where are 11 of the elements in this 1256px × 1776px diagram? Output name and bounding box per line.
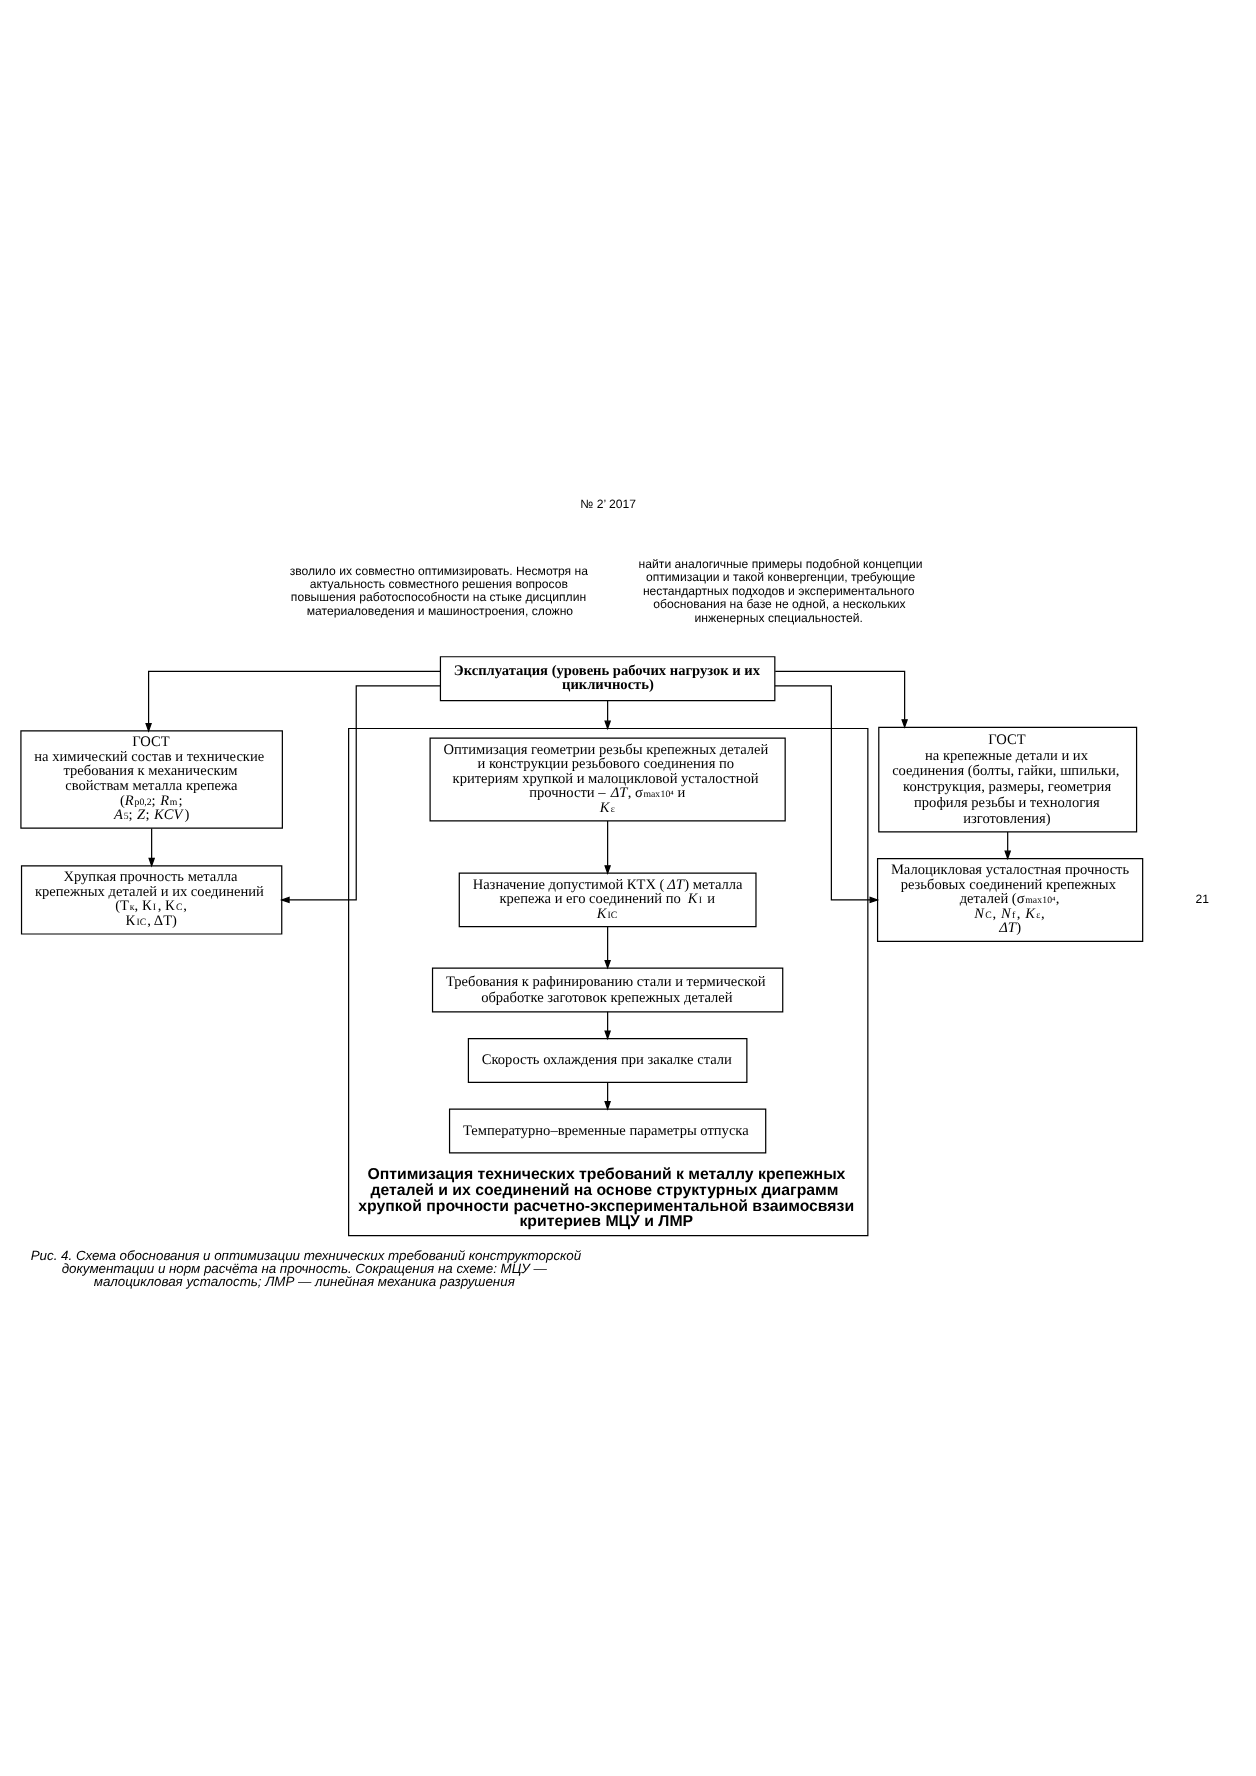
arrow	[279, 684, 441, 903]
arrow	[604, 925, 612, 969]
arrow	[774, 669, 909, 728]
arrow	[145, 669, 441, 732]
arrow	[604, 698, 612, 730]
arrow	[604, 819, 612, 874]
arrow	[1004, 830, 1012, 860]
arrow	[604, 1010, 612, 1040]
arrow	[774, 684, 880, 903]
arrow	[604, 1080, 612, 1110]
arrow	[148, 826, 156, 867]
